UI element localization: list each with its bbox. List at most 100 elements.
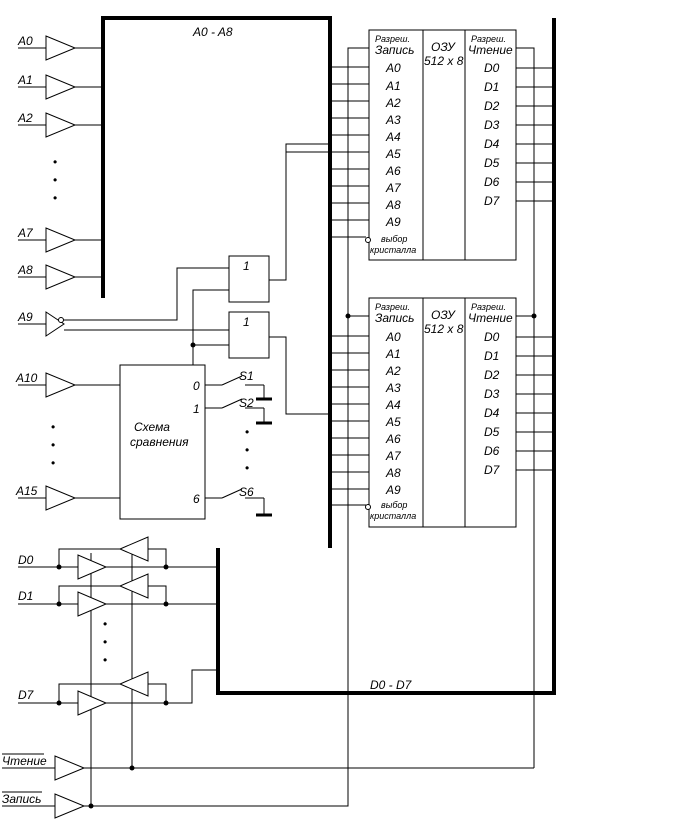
write-signal-label: Запись [2, 792, 42, 806]
ram-data-pin: D3 [484, 118, 500, 132]
transceiver-d1: D1 [18, 573, 218, 617]
or-gate-symbol: 1 [243, 259, 250, 273]
or-gate-lower: 1 [190, 311, 330, 415]
ellipsis-dot: • [103, 653, 107, 667]
read-control: Чтение [2, 753, 534, 781]
comparator-title: Схема [134, 420, 170, 434]
ellipsis-dot: • [103, 617, 107, 631]
ram-data-pin: D0 [484, 61, 500, 75]
ram-data-pin: D0 [484, 330, 500, 344]
ram-write-enable-label: Запись [375, 43, 415, 57]
buffer-a2: A2 [17, 111, 103, 138]
comparator-port: 0 [193, 379, 200, 393]
data-transceivers: D0 D1 D7 [18, 536, 218, 806]
ram-chip-select-label: кристалла [370, 245, 416, 255]
ellipsis-dot: • [51, 456, 55, 470]
comparator-port: 1 [193, 402, 200, 416]
input-label-a0: A0 [17, 34, 33, 48]
address-input-buffers: A0 A1 A2 A7 A8 • [17, 34, 103, 290]
ram-size: 512 х 8 [424, 54, 464, 68]
ellipsis-dot: • [53, 173, 57, 187]
ram-read-enable-label: Разреш. [471, 34, 506, 44]
ram-addr-pin: A6 [385, 164, 401, 178]
ram-addr-pin: A5 [385, 415, 401, 429]
ram-addr-pin: A1 [385, 79, 401, 93]
ram-addr-pin: A4 [385, 130, 401, 144]
ram-addr-pin: A8 [385, 466, 401, 480]
comparator-title: сравнения [130, 435, 189, 449]
comparator-port: 6 [193, 492, 200, 506]
or-gate-symbol: 1 [243, 315, 250, 329]
input-label-a1: A1 [17, 73, 33, 87]
ellipsis-dot: • [51, 438, 55, 452]
ram-name: ОЗУ [431, 40, 456, 54]
buffer-a9: A9 [17, 267, 229, 337]
input-label-a2: A2 [17, 111, 33, 125]
buffer-a1: A1 [17, 73, 103, 100]
input-label-a7: A7 [17, 226, 34, 240]
ram-addr-pin: A3 [385, 113, 401, 127]
ram-data-pin: D4 [484, 406, 500, 420]
ram-addr-pin: A7 [385, 181, 402, 195]
switch-label-s2: S2 [239, 396, 254, 410]
ram-addr-pin: A8 [385, 198, 401, 212]
data-bus-label: D0 - D7 [370, 678, 413, 692]
ram-addr-pin: A6 [385, 432, 401, 446]
ram-chip-select-label: кристалла [370, 511, 416, 521]
ram-chip-select-label: выбор [381, 234, 407, 244]
switch-label-s6: S6 [239, 485, 254, 499]
ram-data-pin: D1 [484, 80, 499, 94]
ram-addr-pin: A9 [385, 215, 401, 229]
ram-write-enable-label: Разреш. [375, 34, 410, 44]
ram-data-pin: D1 [484, 349, 499, 363]
switch-label-s1: S1 [239, 369, 254, 383]
ellipsis-dot: • [103, 635, 107, 649]
ram-addr-pin: A5 [385, 147, 401, 161]
address-bus-label: A0 - A8 [192, 25, 233, 39]
ram-data-pin: D7 [484, 463, 501, 477]
ram-size: 512 х 8 [424, 322, 464, 336]
input-label-a15: A15 [15, 484, 38, 498]
comparator: Схема сравнения 0 1 6 A10 A15 • • • [15, 364, 206, 520]
read-signal-label: Чтение [2, 754, 47, 768]
ram-addr-pin: A4 [385, 398, 401, 412]
ellipsis-dot: • [51, 420, 55, 434]
ram-data-pin: D5 [484, 156, 500, 170]
ram-data-pin: D2 [484, 99, 500, 113]
ram-chip-upper: Разреш. Запись ОЗУ 512 х 8 Разреш. Чтени… [286, 29, 554, 800]
ellipsis-dot: • [53, 155, 57, 169]
ram-read-enable-label: Чтение [468, 43, 513, 57]
ram-read-enable-label: Разреш. [471, 302, 506, 312]
switches: S1 S2 S6 • • • [205, 369, 272, 517]
buffer-a0: A0 [17, 34, 103, 61]
ellipsis-dot: • [245, 461, 249, 475]
ram-addr-pin: A0 [385, 330, 401, 344]
input-label-a9: A9 [17, 310, 33, 324]
input-label-d1: D1 [18, 589, 33, 603]
input-label-a10: A10 [15, 371, 38, 385]
ram-addr-pin: A9 [385, 483, 401, 497]
ram-addr-pin: A2 [385, 364, 401, 378]
ram-data-pin: D4 [484, 137, 500, 151]
input-label-d7: D7 [18, 688, 35, 702]
ram-addr-pin: A0 [385, 61, 401, 75]
ram-data-pin: D7 [484, 194, 501, 208]
ram-name: ОЗУ [431, 308, 456, 322]
ram-addr-pin: A7 [385, 449, 402, 463]
ram-data-pin: D2 [484, 368, 500, 382]
ram-data-pin: D5 [484, 425, 500, 439]
ram-data-pin: D3 [484, 387, 500, 401]
ram-chip-select-label: выбор [381, 500, 407, 510]
ram-addr-pin: A2 [385, 96, 401, 110]
ram-data-pin: D6 [484, 175, 500, 189]
ram-write-enable-label: Разреш. [375, 302, 410, 312]
buffer-a7: A7 [17, 226, 103, 253]
ram-chip-lower: Разреш. Запись ОЗУ 512 х 8 Разреш. Чтени… [330, 297, 554, 528]
input-label-d0: D0 [18, 553, 34, 567]
ram-read-enable-label: Чтение [468, 311, 513, 325]
buffer-a8: A8 [17, 263, 103, 290]
transceiver-d0: D0 [18, 536, 218, 580]
ellipsis-dot: • [53, 191, 57, 205]
ram-addr-pin: A1 [385, 347, 401, 361]
